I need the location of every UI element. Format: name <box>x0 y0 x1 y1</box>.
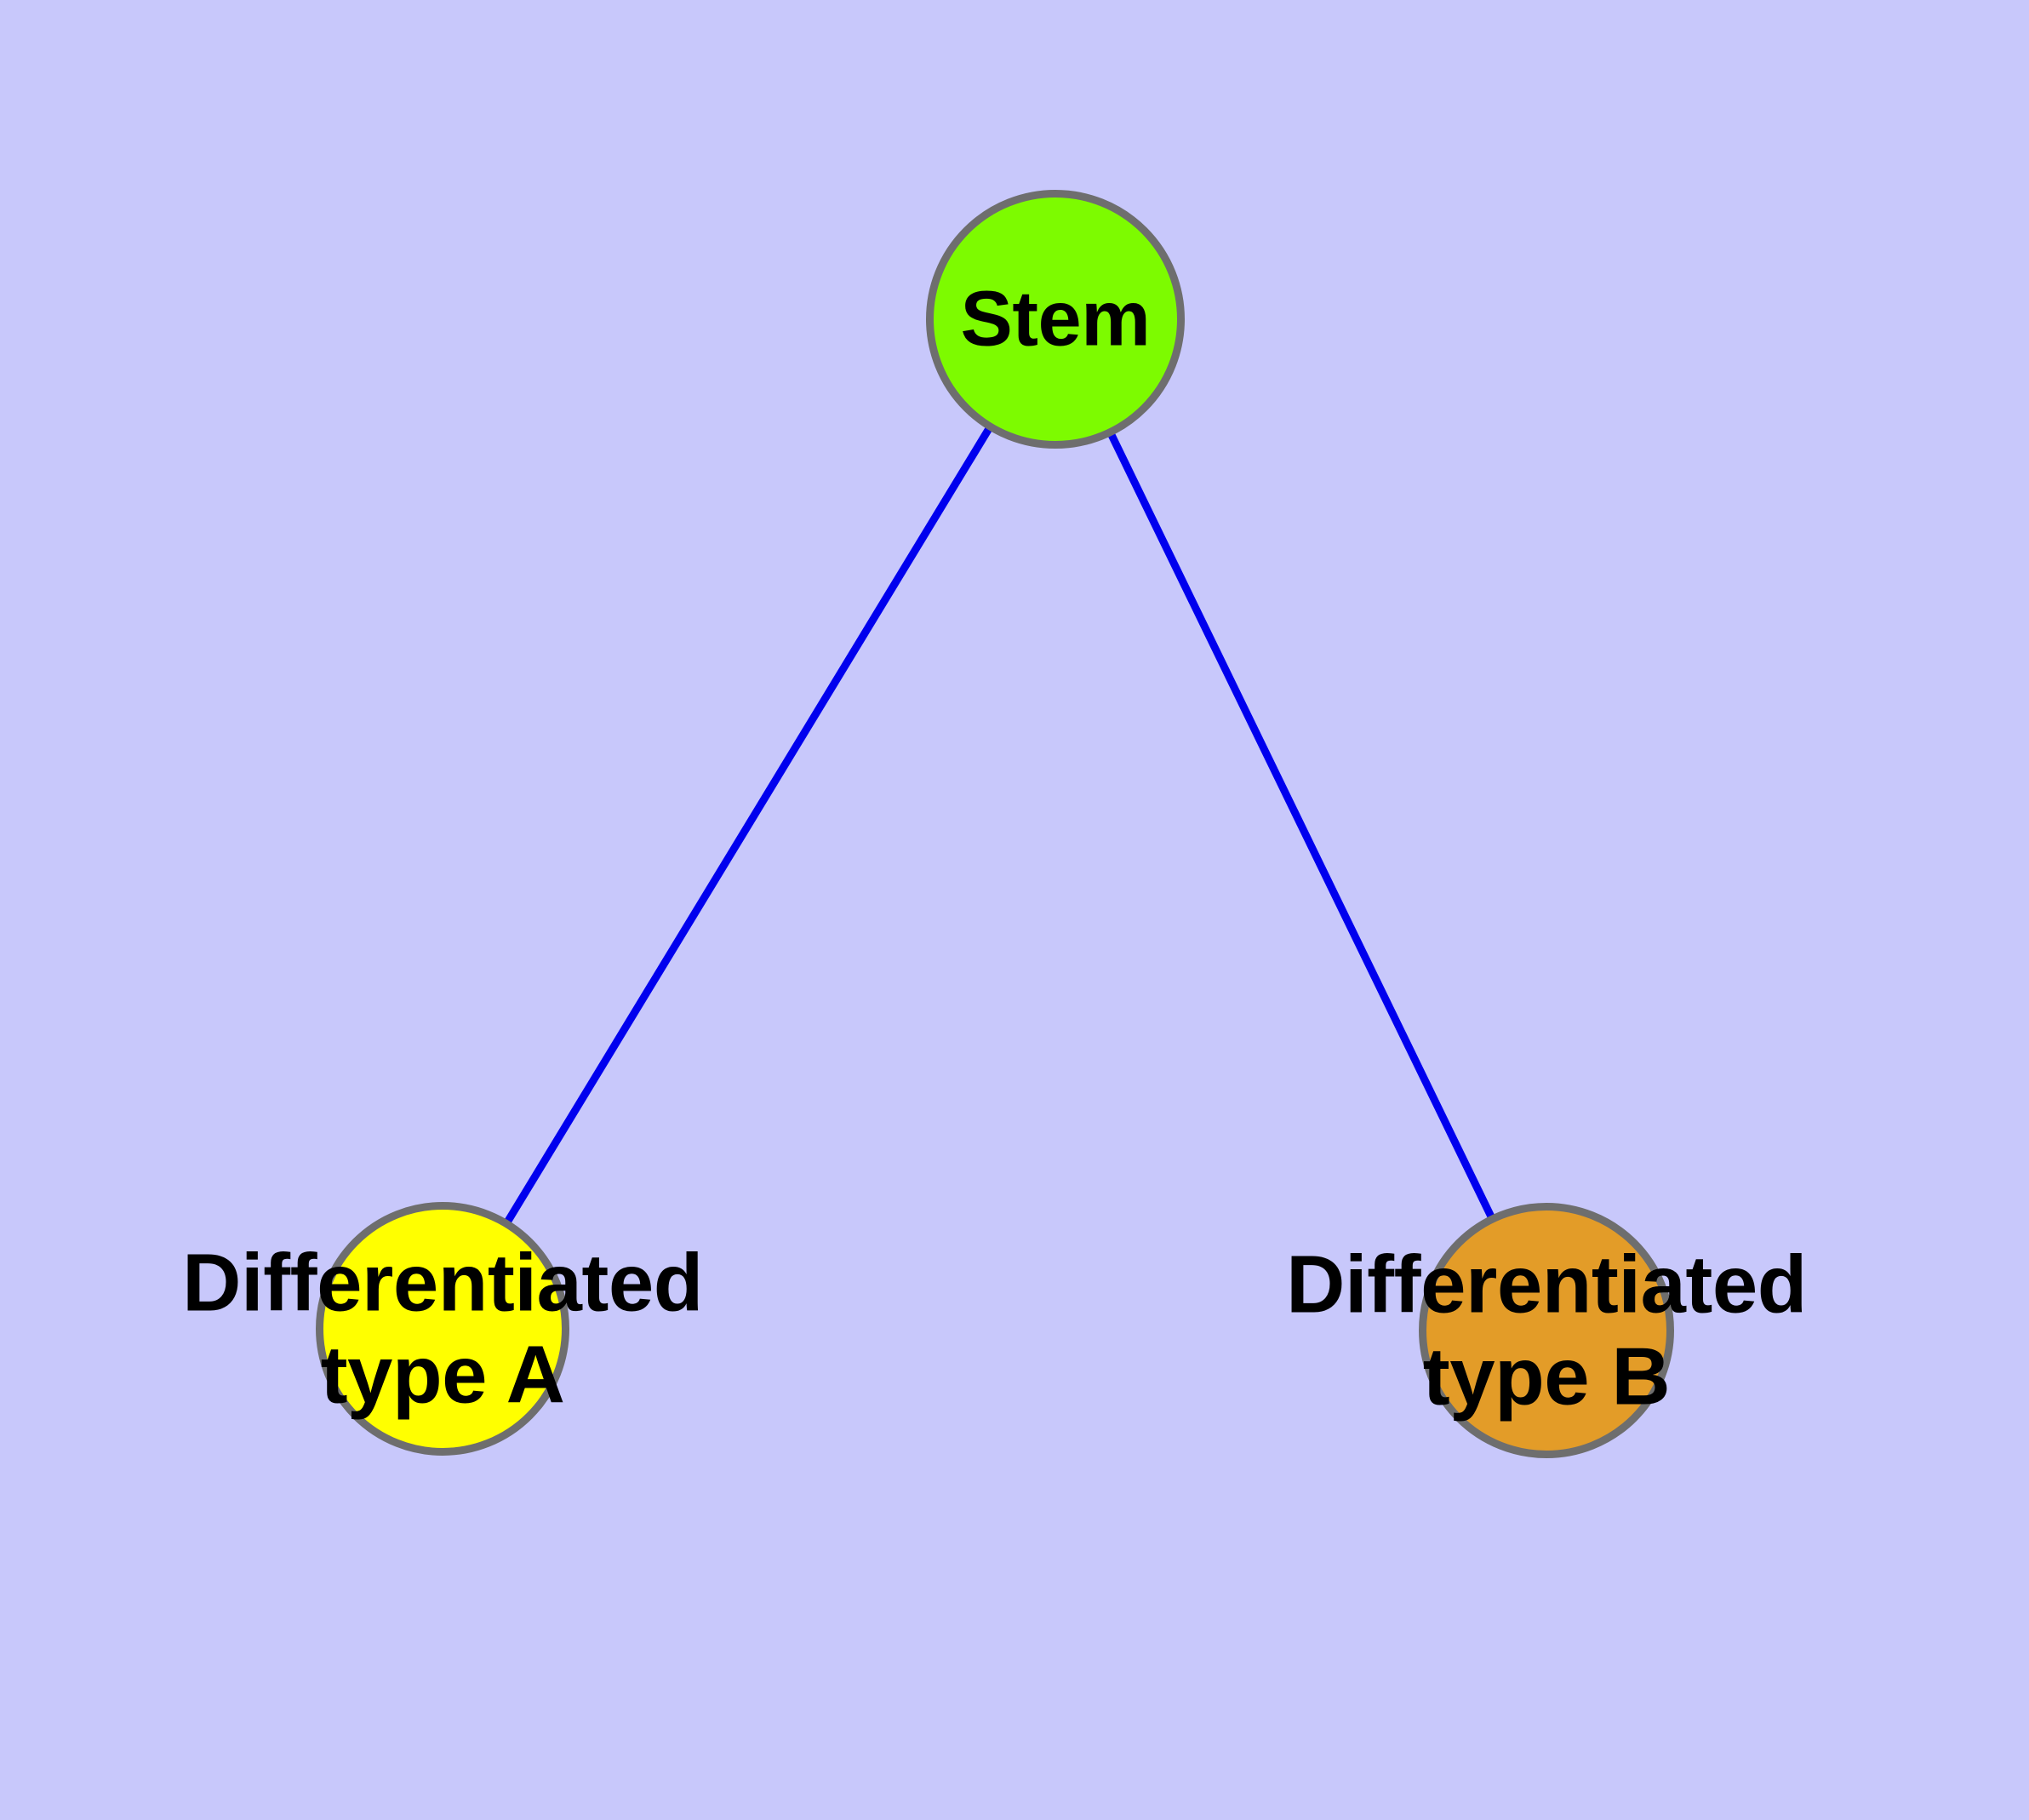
edge-stem-to-differentiated-type-b[interactable] <box>1051 318 1551 1332</box>
node-differentiated-type-b[interactable] <box>1419 1203 1674 1458</box>
edge-layer <box>439 317 1551 1332</box>
edge-stem-to-differentiated-type-a[interactable] <box>439 317 1059 1331</box>
node-layer <box>316 190 1674 1458</box>
node-stem[interactable] <box>926 190 1185 449</box>
node-differentiated-type-a[interactable] <box>316 1202 569 1456</box>
